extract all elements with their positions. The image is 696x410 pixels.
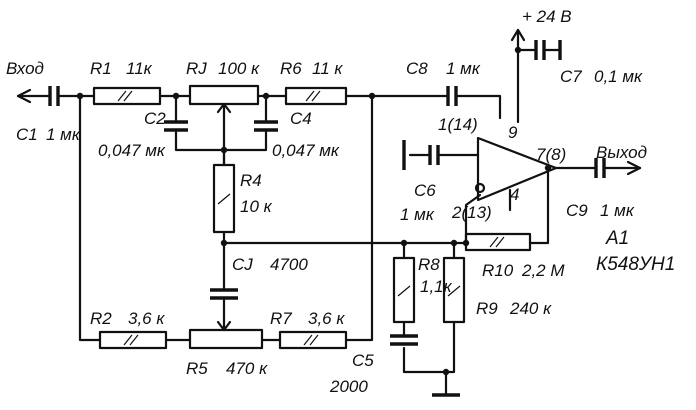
resistor-r4 — [212, 163, 236, 234]
label-r4: R4 — [240, 171, 262, 190]
label-pin-7-8: 7(8) — [536, 145, 566, 164]
capacitor-c9 — [594, 158, 606, 178]
junctions — [76, 46, 552, 376]
label-r6: R6 — [280, 59, 302, 78]
resistor-rj — [188, 84, 260, 114]
label-cj: CJ — [232, 255, 253, 274]
label-r10: R10 — [482, 261, 514, 280]
output-arrow — [626, 160, 642, 176]
resistor-r8 — [392, 256, 416, 324]
label-r1-value: 11к — [126, 59, 153, 78]
label-r7: R7 — [270, 309, 292, 328]
label-rj: RJ — [186, 59, 207, 78]
label-cj-value: 4700 — [270, 255, 308, 274]
resistor-r10 — [464, 232, 532, 252]
capacitor-c6 — [428, 145, 440, 165]
capacitor-c7 — [534, 40, 546, 60]
label-c4-value: 0,047 мк — [272, 141, 340, 160]
label-r10-value: 2,2 М — [521, 261, 565, 280]
capacitors — [48, 40, 606, 346]
label-r9-value: 240 к — [509, 299, 552, 318]
capacitor-cj — [210, 288, 238, 300]
label-input: Вход — [6, 59, 44, 78]
label-c8: C8 — [406, 59, 428, 78]
label-c7: C7 — [560, 67, 582, 86]
label-c8-value: 1 мк — [446, 59, 481, 78]
label-r7-value: 3,6 к — [308, 309, 345, 328]
label-pin-2-13: 2(13) — [451, 203, 492, 222]
label-c1-value: 1 мк — [46, 125, 81, 144]
capacitor-c1 — [48, 86, 60, 106]
resistor-r5 — [188, 320, 264, 350]
label-c4: C4 — [290, 109, 312, 128]
label-r4-value: 10 к — [240, 197, 273, 216]
resistor-r1 — [92, 86, 162, 106]
label-c1: C1 — [16, 125, 38, 144]
label-c6-value: 1 мк — [400, 205, 435, 224]
label-r8-value: 1,1к — [420, 277, 453, 296]
label-a1: A1 — [605, 228, 629, 249]
ground-symbols — [402, 40, 562, 397]
label-c2-value: 0,047 мк — [98, 141, 166, 160]
resistor-r9 — [442, 256, 466, 324]
supply-arrow — [510, 28, 526, 42]
label-a1-part: К548УН1 — [596, 254, 675, 275]
capacitor-c8 — [446, 86, 458, 106]
label-supply: + 24 В — [522, 7, 572, 26]
label-r5: R5 — [186, 359, 208, 378]
wires — [16, 28, 642, 397]
label-r2-value: 3,6 к — [128, 309, 165, 328]
resistor-r2 — [98, 330, 168, 350]
label-c9: C9 — [566, 201, 588, 220]
resistor-r6 — [284, 86, 348, 106]
capacitor-c2 — [164, 120, 188, 132]
label-r8: R8 — [418, 255, 440, 274]
label-rj-value: 100 к — [218, 59, 260, 78]
label-c2: C2 — [144, 109, 166, 128]
label-pin-4: 4 — [510, 185, 519, 204]
label-c5-value: 2000 — [329, 377, 368, 396]
arrows — [16, 28, 642, 176]
label-r1: R1 — [90, 59, 112, 78]
capacitor-c4 — [254, 120, 278, 132]
input-arrow — [16, 88, 32, 104]
label-pin-9: 9 — [508, 123, 518, 142]
label-r9: R9 — [476, 299, 498, 318]
resistors — [92, 84, 532, 350]
label-pin-1-14: 1(14) — [438, 115, 478, 134]
label-c9-value: 1 мк — [600, 201, 635, 220]
label-output: Выход — [596, 143, 647, 162]
capacitor-c5 — [390, 334, 418, 346]
label-r6-value: 11 к — [312, 59, 343, 78]
opamp-a1 — [474, 136, 558, 202]
label-r2: R2 — [90, 309, 112, 328]
label-c6: C6 — [414, 181, 436, 200]
label-c7-value: 0,1 мк — [594, 67, 643, 86]
labels: Вход Выход + 24 В R1 11к RJ 100 к R6 11 … — [6, 7, 675, 396]
label-r5-value: 470 к — [226, 359, 268, 378]
resistor-r7 — [278, 330, 348, 350]
label-c5: C5 — [352, 351, 374, 370]
